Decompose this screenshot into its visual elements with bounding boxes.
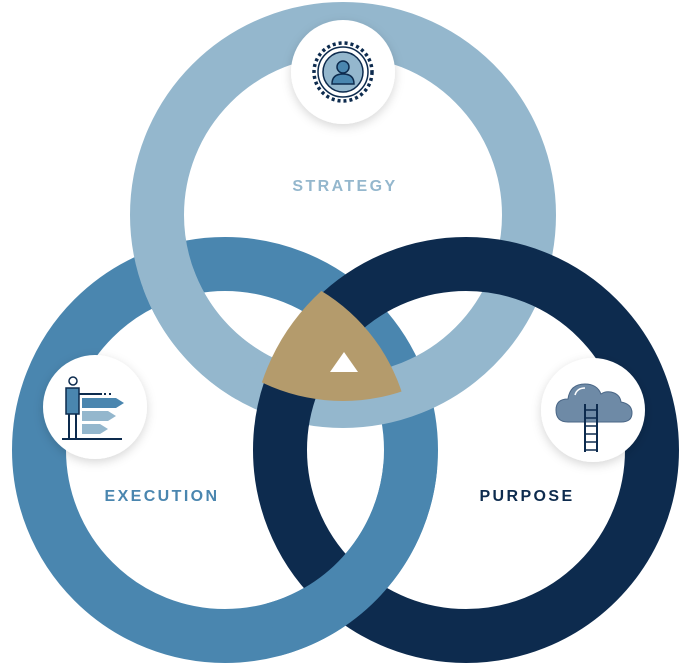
strategy-ring-over-segment <box>142 268 265 400</box>
triangle-icon <box>330 352 358 372</box>
strategy-label: STRATEGY <box>292 178 397 195</box>
execution-label: EXECUTION <box>105 488 220 505</box>
purpose-label: PURPOSE <box>479 488 574 505</box>
execution-badge <box>43 355 147 459</box>
gear-person-icon <box>312 41 374 103</box>
execution-ring <box>12 237 438 663</box>
purpose-ring <box>253 237 679 663</box>
cloud-ladder-icon <box>555 383 633 452</box>
purpose-badge <box>541 358 645 462</box>
execution-ring-over-segment <box>265 463 438 656</box>
center-intersection <box>251 264 411 401</box>
strategy-badge <box>291 20 395 124</box>
person-arrows-icon <box>62 376 124 440</box>
